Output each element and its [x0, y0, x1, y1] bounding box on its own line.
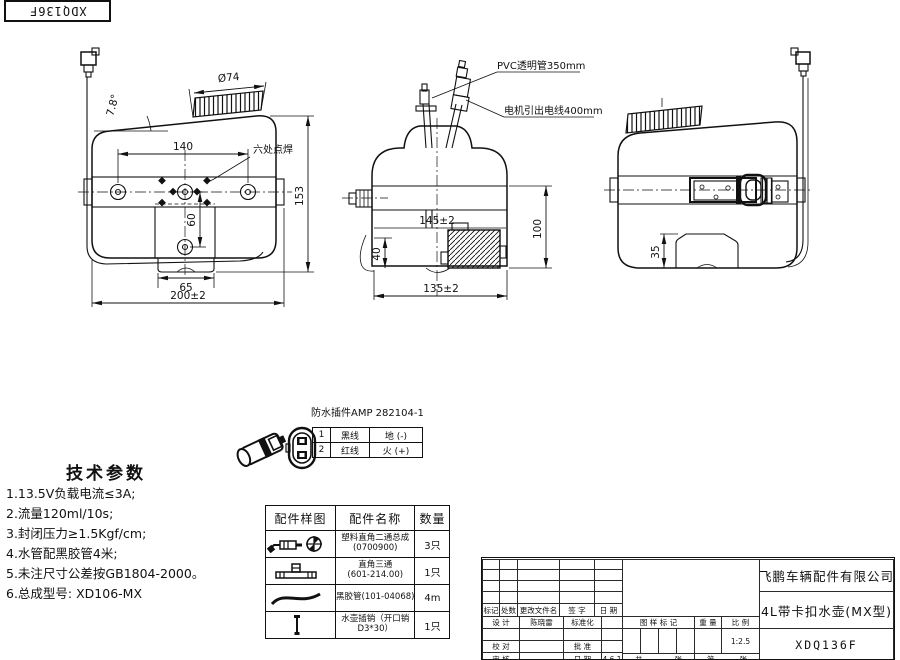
- dim-35-label: 35: [650, 245, 662, 258]
- sheets-total-cell: 共张: [622, 653, 695, 659]
- rev-header-mark: 标记: [482, 603, 500, 617]
- date-label: 日 期: [563, 652, 602, 659]
- corner-drawing-number-box: XDQ136F: [4, 0, 111, 22]
- wire-color: 红线: [330, 442, 370, 458]
- parts-header-row: 配件样图 配件名称 数量: [265, 505, 451, 531]
- rev-header-file: 更改文件名: [517, 603, 560, 617]
- part-name: 塑料直角二通总成 (0700900): [334, 530, 416, 558]
- table-row: 2 红线 火 (+): [312, 442, 423, 458]
- motor-cable: [445, 59, 472, 149]
- dim-200-label: 200±2: [170, 290, 206, 302]
- date-value: 24.6.14: [601, 652, 623, 659]
- mounting-holes: [109, 183, 257, 256]
- waterproof-plug-detail: 防水插件AMP 282104-1: [236, 406, 424, 470]
- pin-number: 1: [312, 427, 331, 443]
- stamp-empty-area: [622, 559, 760, 617]
- wire-color: 黑线: [330, 427, 370, 443]
- table-row: 水壶插销（开口销 D3*30） 1只: [265, 611, 451, 639]
- pump-cable-front: [80, 47, 264, 265]
- rev-header-sign: 签 字: [559, 603, 595, 617]
- mark-subcell: [622, 628, 641, 654]
- col-header-qty: 数量: [414, 505, 451, 531]
- table-row: 1 黑线 地 (-): [312, 427, 423, 443]
- mark-subcell: [640, 628, 659, 654]
- pvc-tube: [415, 83, 437, 228]
- blank-cell: [519, 652, 564, 659]
- dim-angle-label: 7.8°: [104, 93, 121, 117]
- part-sample-hose-icon: [265, 584, 336, 612]
- sheets-page-cell: 第张: [694, 653, 760, 659]
- scale-value: 1:2.5: [721, 628, 760, 654]
- table-row: 塑料直角二通总成 (0700900) 3只: [265, 530, 451, 558]
- weight-value: [694, 628, 722, 654]
- pin-number: 2: [312, 442, 331, 458]
- part-title: 4L带卡扣水壶(MX型): [759, 591, 894, 629]
- table-row: 黑胶管(101-04068) 4m: [265, 584, 451, 612]
- tech-params-title: 技术参数: [66, 464, 146, 484]
- part-sample-elbow-icon: [265, 530, 336, 558]
- company-name: 飞鹏车辆配件有限公司: [759, 559, 894, 592]
- plug-side-icon: [236, 432, 287, 467]
- front-view: 7.8° Ø74 140 60 65 200±2: [78, 47, 314, 307]
- dim-cap-label: Ø74: [217, 71, 240, 85]
- tech-params-section: 技术参数 1.13.5V负载电流≤3A; 2.流量120ml/10s; 3.封闭…: [6, 459, 268, 604]
- tech-param-item: 4.水管配黑胶管4米;: [6, 546, 118, 561]
- tech-param-item: 3.封闭压力≥1.5Kgf/cm;: [6, 526, 147, 541]
- wire-role: 火 (+): [369, 442, 423, 458]
- part-qty: 3只: [414, 530, 451, 558]
- pvc-note-label: PVC透明管350mm: [497, 59, 585, 72]
- part-name: 黑胶管(101-04068): [334, 584, 416, 612]
- dim-145-label: 145±2: [419, 215, 455, 227]
- engineering-drawing-canvas: 7.8° Ø74 140 60 65 200±2: [78, 47, 812, 470]
- part-qty: 4m: [414, 584, 451, 612]
- weld-points: [158, 176, 211, 207]
- dim-153-label: 153: [294, 186, 306, 206]
- dim-60-label: 60: [186, 213, 198, 226]
- dim-135-label: 135±2: [423, 283, 459, 295]
- rear-view: 35: [604, 47, 812, 269]
- dim-140-label: 140: [173, 141, 193, 153]
- plug-face-icon: [285, 426, 317, 470]
- part-sample-pin-icon: [265, 611, 336, 639]
- col-header-name: 配件名称: [334, 505, 416, 531]
- plug-wiring-table: 1 黑线 地 (-) 2 红线 火 (+): [312, 427, 423, 458]
- mark-subcell: [658, 628, 677, 654]
- dim-65-label: 65: [179, 282, 192, 294]
- part-sample-tee-icon: [265, 557, 336, 585]
- part-name: 水壶插销（开口销 D3*30）: [334, 611, 416, 639]
- weld-note-label: 六处点焊: [253, 144, 293, 156]
- mark-subcell: [676, 628, 695, 654]
- plug-title-label: 防水插件AMP 282104-1: [311, 406, 424, 419]
- table-row: 直角三通 (601-214.00) 1只: [265, 557, 451, 585]
- dim-100-label: 100: [532, 219, 544, 239]
- rev-header-date: 日 期: [594, 603, 623, 617]
- motor-note-label: 电机引出电线400mm: [504, 104, 603, 117]
- tech-param-item: 1.13.5V负载电流≤3A;: [6, 486, 136, 501]
- audit-label: 审 核: [482, 652, 520, 659]
- col-header-sample: 配件样图: [265, 505, 336, 531]
- part-qty: 1只: [414, 611, 451, 639]
- part-qty: 1只: [414, 557, 451, 585]
- drawing-number: XDQ136F: [759, 628, 894, 659]
- outlet-port: [348, 189, 373, 208]
- latch-buckle: [689, 173, 789, 207]
- wire-role: 地 (-): [369, 427, 423, 443]
- pump-cable-rear: [785, 47, 811, 268]
- title-block: 标记 处数 更改文件名 签 字 日 期 设 计 陈晓雷 标准化 校 对 批 准 …: [481, 557, 895, 660]
- tech-param-item: 2.流量120ml/10s;: [6, 506, 114, 521]
- side-view: 145±2 40 100 135±2 PV: [342, 59, 603, 300]
- rev-header-count: 处数: [499, 603, 518, 617]
- parts-table: 配件样图 配件名称 数量: [265, 505, 451, 639]
- tech-param-item: 5.未注尺寸公差按GB1804-2000。: [6, 566, 205, 581]
- dim-40-label: 40: [371, 247, 383, 260]
- tech-param-item: 6.总成型号: XD106-MX: [6, 586, 143, 601]
- pump-motor: [440, 222, 507, 269]
- part-name: 直角三通 (601-214.00): [334, 557, 416, 585]
